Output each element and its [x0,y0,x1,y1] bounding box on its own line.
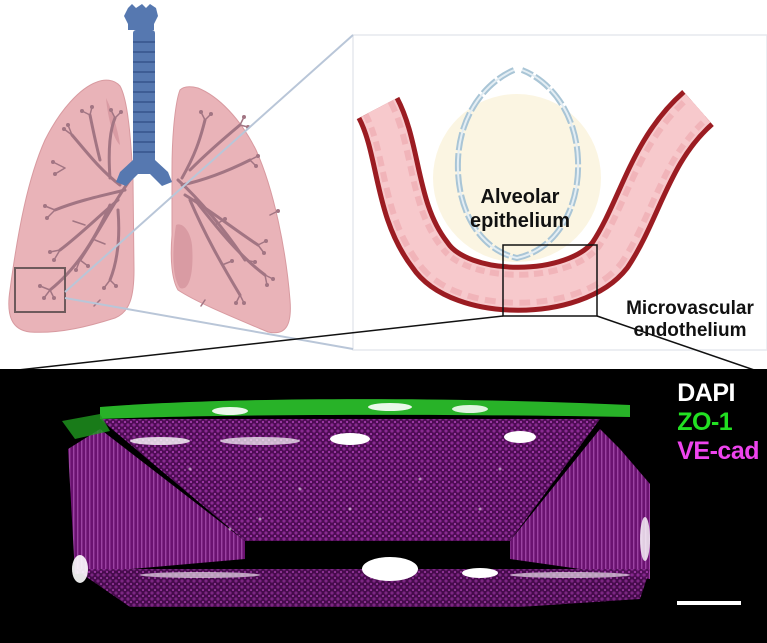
legend-zo1: ZO-1 [677,408,733,436]
scale-bar [677,601,741,605]
label-alveolar: Alveolar [480,186,560,208]
zoom-line-upper [64,34,354,293]
label-epithelium: epithelium [470,210,571,232]
illustration-top [0,4,767,372]
label-endothelium: endothelium [633,320,747,341]
microscopy-panel: DAPI ZO-1 VE-cad [0,369,767,643]
right-lung [170,86,291,334]
channel-legend: DAPI ZO-1 VE-cad [677,379,759,466]
vessel-inset-box [502,244,598,317]
alveolus-diagram [356,67,715,317]
zoom-line-right [596,315,761,372]
left-lung [8,79,135,333]
alveolar-epithelium-label: Alveolar epithelium [470,185,570,233]
lung-inset-box [14,267,66,313]
label-microvascular: Microvascular [626,298,754,319]
zoom-line-left [0,315,504,372]
confocal-3d-render [62,399,650,607]
trachea [116,4,172,186]
zoom-line-lower [64,297,354,350]
legend-vecad: VE-cad [677,437,759,465]
microvascular-endothelium-label: Microvascular endothelium [615,298,765,342]
lung-illustration [8,4,291,334]
legend-dapi: DAPI [677,379,735,407]
